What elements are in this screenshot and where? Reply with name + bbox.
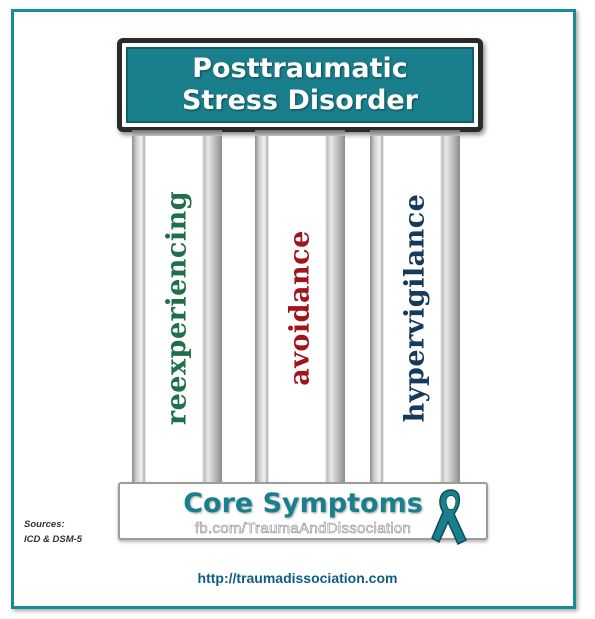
pillar-avoidance: avoidance xyxy=(255,130,345,485)
title-line-1: Posttraumatic xyxy=(192,53,408,84)
pillar-label-reexperiencing: reexperiencing xyxy=(161,190,193,425)
title-line-2: Stress Disorder xyxy=(181,85,419,116)
pillar-label-hypervigilance: hypervigilance xyxy=(399,193,431,422)
sources-note: Sources: ICD & DSM-5 xyxy=(24,517,82,547)
base-title: Core Symptoms xyxy=(183,488,423,519)
footer-url-link[interactable]: http://traumadissociation.com xyxy=(197,570,398,586)
title-panel: Posttraumatic Stress Disorder xyxy=(126,47,474,123)
pillar-hypervigilance: hypervigilance xyxy=(370,130,460,485)
awareness-ribbon-icon xyxy=(431,489,467,546)
watermark-text: fb.com/TraumaAndDissociation xyxy=(194,520,412,538)
pillar-reexperiencing: reexperiencing xyxy=(132,130,222,485)
sources-list: ICD & DSM-5 xyxy=(24,534,83,545)
title-sign: Posttraumatic Stress Disorder xyxy=(117,38,483,132)
base-panel: Core Symptoms fb.com/TraumaAndDissociati… xyxy=(118,482,488,540)
pillar-label-avoidance: avoidance xyxy=(284,229,316,386)
sources-label: Sources: xyxy=(24,519,65,530)
